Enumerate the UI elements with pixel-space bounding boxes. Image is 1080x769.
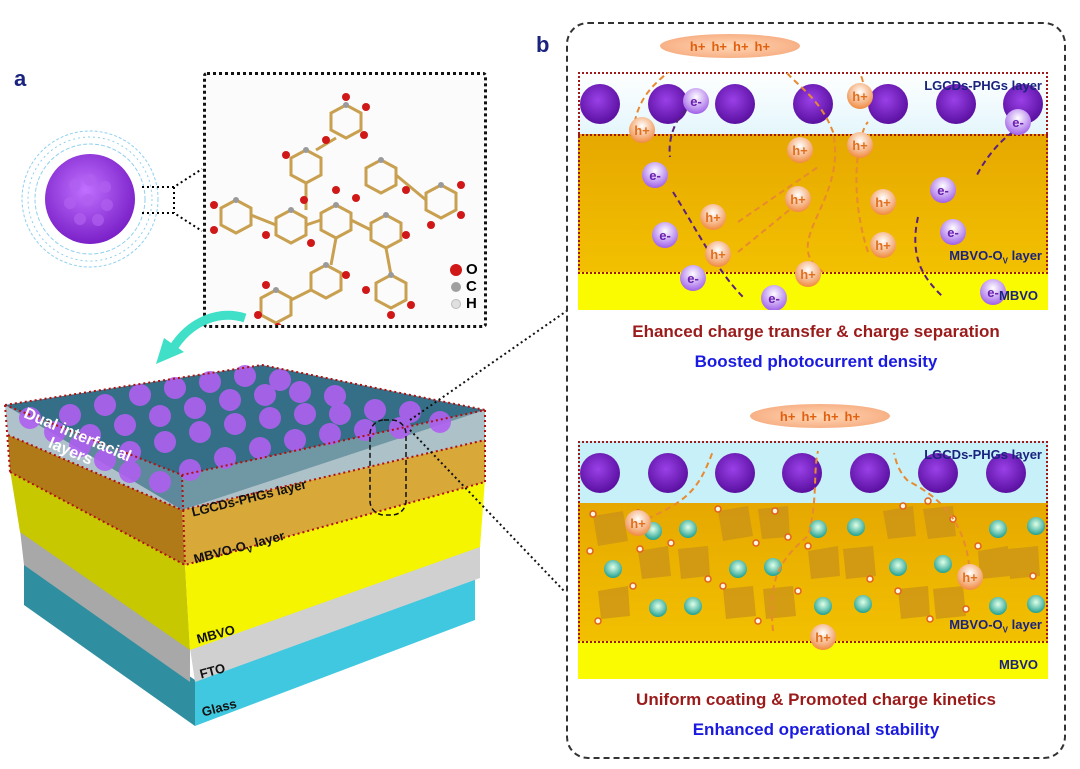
hole: h+	[705, 210, 721, 225]
ov-sub: V	[1002, 625, 1009, 635]
holes: h+ h+ h+ h+ h+ h+ h+ h+ h+ h+	[629, 83, 896, 287]
electron: e-	[987, 285, 999, 300]
hole: h+	[800, 267, 816, 282]
mbvo-front	[185, 480, 485, 650]
hole-chip: h+	[689, 38, 706, 54]
ov-suffix: layer	[1008, 617, 1042, 632]
hydrogen-swatch	[451, 299, 461, 309]
hole: h+	[815, 630, 831, 645]
electron: e-	[768, 291, 780, 306]
bottom-particles: h+ h+ h+	[580, 450, 1045, 650]
bottom-mbvo-label: MBVO	[999, 657, 1038, 672]
molecule-inset	[203, 72, 487, 331]
top-mbvo-label: MBVO	[999, 288, 1038, 303]
hole: h+	[630, 516, 646, 531]
electron: e-	[947, 225, 959, 240]
hole-chip: h+	[711, 38, 727, 54]
polyphenol-molecule	[210, 93, 465, 331]
legend-h: H	[466, 295, 477, 312]
electron: e-	[690, 94, 702, 109]
top-caption-blue: Boosted photocurrent density	[694, 352, 938, 371]
hole: h+	[875, 238, 891, 253]
bottom-mbvo-layer	[578, 641, 1048, 679]
zoom-connector-b	[409, 309, 569, 593]
top-particles: e- e- e- e- e- e- e- e- e- h+ h+ h+ h+ h…	[580, 72, 1043, 310]
electron: e-	[649, 168, 661, 183]
panel-b-label: b	[536, 32, 550, 57]
hole-chip: h+	[733, 38, 749, 54]
bottom-hole-collector: h+ h+ h+ h+	[750, 404, 890, 428]
holes: h+ h+ h+	[625, 510, 983, 650]
top-divider	[578, 134, 1048, 136]
carbon-dots-row	[580, 84, 1043, 124]
hole: h+	[634, 123, 650, 138]
hole-paths	[637, 450, 971, 632]
zoom-connector	[142, 168, 203, 232]
hole-chip: h+	[823, 408, 839, 424]
ov-prefix: MBVO-O	[949, 617, 1003, 632]
hole: h+	[792, 143, 808, 158]
metal-cations	[604, 517, 1045, 617]
interfacial-side	[8, 435, 185, 565]
carbon-dot-array	[19, 365, 451, 493]
hole: h+	[790, 192, 806, 207]
hole-chip: h+	[754, 38, 771, 54]
top-caption-red: Ehanced charge transfer & charge separat…	[632, 322, 1000, 341]
bottom-ov-label: MBVO-OV layer	[949, 617, 1042, 635]
hole: h+	[852, 89, 868, 104]
bottom-caption-red: Uniform coating & Promoted charge kineti…	[636, 690, 996, 709]
panel-a-label: a	[14, 66, 27, 91]
ov-sub: V	[1002, 256, 1009, 266]
electron-paths	[668, 109, 1014, 298]
hole: h+	[962, 570, 978, 585]
hole: h+	[852, 138, 868, 153]
polymer-hairs	[21, 130, 159, 268]
top-lgcds-label: LGCDs-PHGs layer	[924, 78, 1042, 93]
hole: h+	[710, 247, 726, 262]
ov-prefix: MBVO-O	[949, 248, 1003, 263]
top-scheme: e- e- e- e- e- e- e- e- e- h+ h+ h+ h+ h…	[578, 72, 1048, 310]
top-ov-label: MBVO-OV layer	[949, 248, 1042, 266]
fto-front	[190, 545, 480, 682]
legend-o: O	[466, 261, 478, 278]
curved-arrow-icon	[156, 310, 247, 364]
bottom-scheme: h+ h+ h+ LGCDs-PHGs layer MBVO-OV layer …	[578, 441, 1048, 679]
panel-b-frame	[566, 22, 1066, 759]
glass-side	[24, 560, 195, 726]
zoom-selection	[369, 419, 407, 516]
electron: e-	[1012, 115, 1024, 130]
legend-c: C	[466, 278, 477, 295]
hole-chip: h+	[844, 408, 861, 424]
bottom-caption-blue: Enhanced operational stability	[692, 720, 940, 739]
carbon-swatch	[451, 282, 461, 292]
hole-chip: h+	[779, 408, 796, 424]
electron: e-	[659, 228, 671, 243]
oxygen-swatch	[450, 264, 462, 276]
atom-legend: O C H	[466, 261, 478, 312]
top-ov-layer	[578, 134, 1048, 272]
mbvo-side	[10, 470, 190, 650]
ov-suffix: layer	[1008, 248, 1042, 263]
electron: e-	[687, 271, 699, 286]
carbon-dots-row	[580, 453, 1026, 493]
glass-front	[195, 575, 475, 726]
fto-side	[20, 530, 190, 682]
hole-chip: h+	[801, 408, 817, 424]
top-hole-collector: h+ h+ h+ h+	[660, 34, 800, 58]
electron: e-	[937, 183, 949, 198]
hole: h+	[875, 195, 891, 210]
interfacial-front	[182, 440, 485, 565]
bottom-lgcds-label: LGCDs-PHGs layer	[924, 447, 1042, 462]
device-stack	[4, 363, 486, 726]
carbon-dot-illustration	[21, 130, 159, 268]
atom-legend-swatches	[450, 264, 462, 309]
electrons: e- e- e- e- e- e- e- e- e-	[642, 88, 1031, 310]
interfacial-outline	[4, 363, 486, 567]
